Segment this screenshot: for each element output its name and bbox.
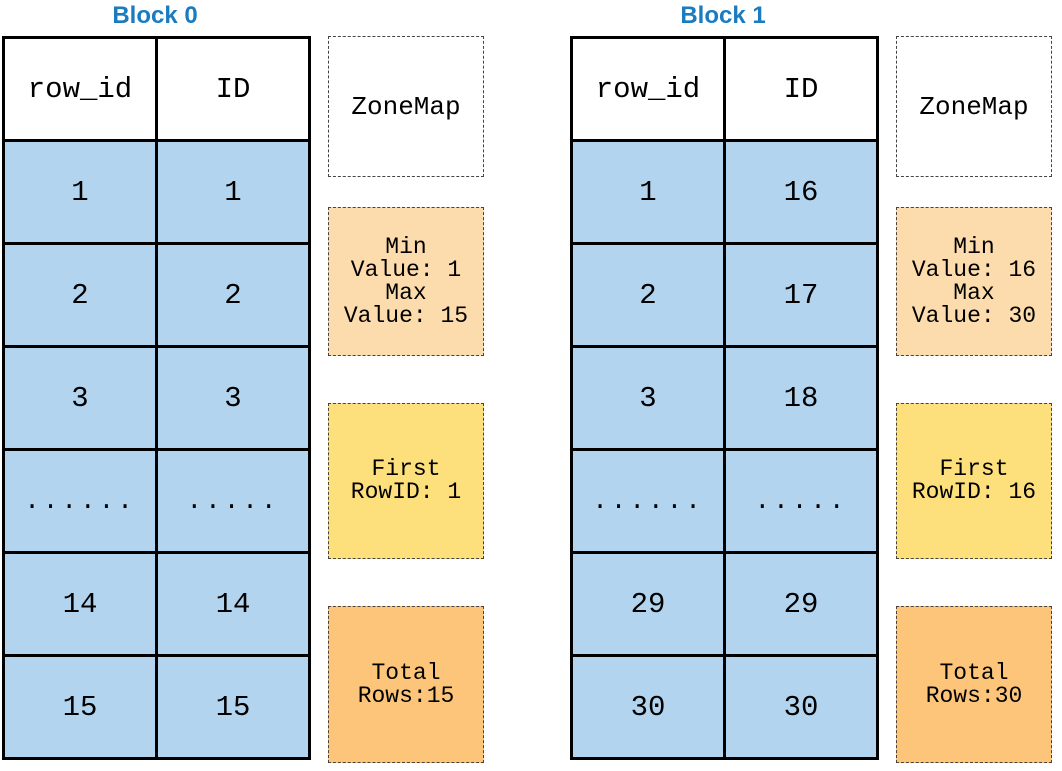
cell-id-ellipsis: ..... <box>155 448 311 554</box>
zonemap-label-box: ZoneMap <box>328 36 484 177</box>
zonemap-minmax-box: Min Value: 16 Max Value: 30 <box>896 207 1052 356</box>
zonemap-label: ZoneMap <box>351 91 461 122</box>
table-row: 15 15 <box>2 654 311 760</box>
table-row: 1 1 <box>2 139 311 245</box>
first-rowid-text: First RowID: 16 <box>911 456 1037 505</box>
table-row: 1 16 <box>570 139 879 245</box>
block-0: Block 0 row_id ID 1 1 2 2 3 3 ...... ...… <box>0 0 490 771</box>
cell-id: 30 <box>723 654 879 760</box>
block-title: Block 1 <box>680 2 766 29</box>
cell-id: 18 <box>723 345 879 451</box>
zonemap-first-rowid-box: First RowID: 16 <box>896 403 1052 559</box>
table-row-ellipsis: ...... ..... <box>570 448 879 554</box>
cell-row-id: 1 <box>2 139 158 245</box>
cell-row-id: 29 <box>570 551 726 657</box>
table-row: 29 29 <box>570 551 879 657</box>
cell-row-id: 3 <box>570 345 726 451</box>
cell-row-id: 30 <box>570 654 726 760</box>
table-row: 3 3 <box>2 345 311 451</box>
header-row-id: row_id <box>2 36 158 142</box>
zonemap-minmax-box: Min Value: 1 Max Value: 15 <box>328 207 484 356</box>
table-header-row: row_id ID <box>2 36 311 142</box>
cell-id: 17 <box>723 242 879 348</box>
zonemap-label-box: ZoneMap <box>896 36 1052 177</box>
cell-id: 16 <box>723 139 879 245</box>
cell-row-id: 2 <box>2 242 158 348</box>
zonemap-label: ZoneMap <box>919 91 1029 122</box>
total-rows-text: Total Rows:30 <box>925 659 1023 709</box>
block-table: row_id ID 1 16 2 17 3 18 ...... ..... 29… <box>570 36 879 760</box>
cell-id: 1 <box>155 139 311 245</box>
header-id: ID <box>723 36 879 142</box>
minmax-text: Min Value: 1 Max Value: 15 <box>343 233 469 329</box>
table-row: 2 2 <box>2 242 311 348</box>
cell-row-id: 2 <box>570 242 726 348</box>
table-row-ellipsis: ...... ..... <box>2 448 311 554</box>
zonemap-total-rows-box: Total Rows:15 <box>328 606 484 763</box>
cell-id: 2 <box>155 242 311 348</box>
block-title: Block 0 <box>112 2 198 29</box>
table-row: 30 30 <box>570 654 879 760</box>
cell-id: 3 <box>155 345 311 451</box>
cell-row-id: 14 <box>2 551 158 657</box>
zonemap-first-rowid-box: First RowID: 1 <box>328 403 484 559</box>
cell-row-id: 1 <box>570 139 726 245</box>
table-row: 3 18 <box>570 345 879 451</box>
total-rows-text: Total Rows:15 <box>357 659 455 709</box>
block-table: row_id ID 1 1 2 2 3 3 ...... ..... 14 14… <box>2 36 311 760</box>
cell-id: 29 <box>723 551 879 657</box>
cell-id: 14 <box>155 551 311 657</box>
cell-id-ellipsis: ..... <box>723 448 879 554</box>
cell-row-id: 3 <box>2 345 158 451</box>
cell-row-id: 15 <box>2 654 158 760</box>
table-row: 2 17 <box>570 242 879 348</box>
cell-row-id-ellipsis: ...... <box>2 448 158 554</box>
table-header-row: row_id ID <box>570 36 879 142</box>
cell-id: 15 <box>155 654 311 760</box>
table-row: 14 14 <box>2 551 311 657</box>
minmax-text: Min Value: 16 Max Value: 30 <box>911 233 1037 329</box>
cell-row-id-ellipsis: ...... <box>570 448 726 554</box>
header-id: ID <box>155 36 311 142</box>
zonemap-total-rows-box: Total Rows:30 <box>896 606 1052 763</box>
first-rowid-text: First RowID: 1 <box>350 456 462 505</box>
block-1: Block 1 row_id ID 1 16 2 17 3 18 ...... … <box>568 0 1058 771</box>
header-row-id: row_id <box>570 36 726 142</box>
